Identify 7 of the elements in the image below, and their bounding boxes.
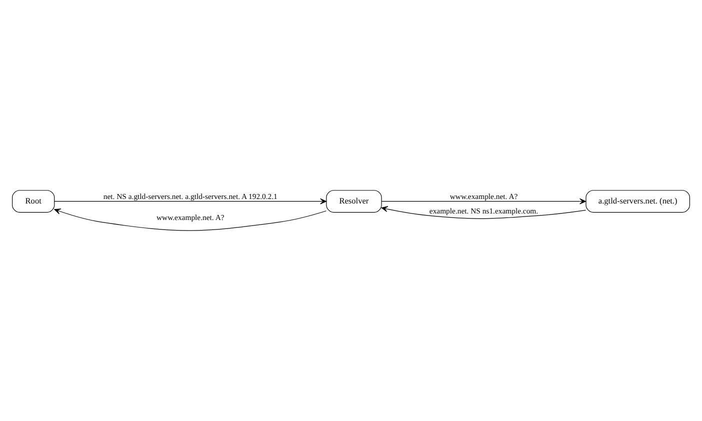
node-box: Root — [12, 190, 55, 213]
arrow — [381, 206, 586, 219]
node-box: Resolver — [326, 190, 382, 213]
node-box: a.gtld-servers.net. (net.) — [586, 190, 690, 213]
arrow — [381, 198, 586, 204]
arrow — [54, 208, 327, 231]
arrow — [54, 198, 327, 204]
